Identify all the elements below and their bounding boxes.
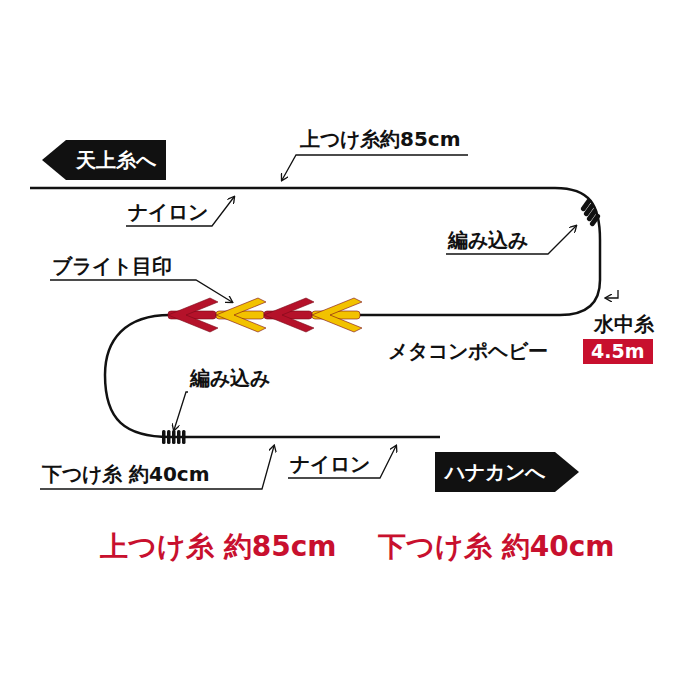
braid-wrap — [167, 430, 171, 444]
braid-wrap — [172, 430, 176, 444]
marker-chevron — [312, 298, 362, 332]
node-outline — [435, 452, 579, 492]
marker-chevron — [216, 298, 266, 332]
braid-wrap — [177, 430, 181, 444]
node-outline — [583, 339, 653, 364]
upper-line — [30, 188, 600, 315]
part-label: ナイロン — [290, 453, 370, 475]
part-label: ブライト目印 — [52, 255, 172, 277]
marker-chevron — [264, 298, 314, 332]
braid-wrap — [182, 430, 186, 444]
braid-wrap — [162, 430, 166, 444]
direction-arrow: 天上糸へ — [42, 140, 166, 180]
part-label: 水中糸 — [594, 313, 654, 335]
part-label: ナイロン — [128, 201, 208, 223]
summary-length: 下つけ糸 約40cm — [378, 532, 615, 563]
part-label: 編み込み — [448, 229, 528, 251]
node-text: 天上糸へ — [76, 150, 156, 170]
bright-marker — [168, 298, 362, 332]
node-text: 4.5m — [591, 342, 644, 361]
part-label: 上つけ糸約85cm — [300, 128, 461, 150]
node-text: ハナカンへ — [445, 462, 545, 482]
lower-line — [105, 315, 440, 437]
marker-chevron — [168, 298, 218, 332]
part-label: メタコンポヘビー — [388, 340, 548, 362]
direction-arrow: ハナカンへ — [435, 452, 579, 492]
summary-length: 上つけ糸 約85cm — [100, 532, 337, 563]
length-badge: 4.5m — [583, 339, 653, 364]
braid-wrap — [589, 213, 601, 227]
part-label: 編み込み — [190, 367, 270, 389]
leader-lines — [40, 155, 618, 489]
braid — [162, 198, 601, 444]
part-label: 下つけ糸 約40cm — [42, 463, 210, 485]
node-outline — [42, 140, 166, 180]
